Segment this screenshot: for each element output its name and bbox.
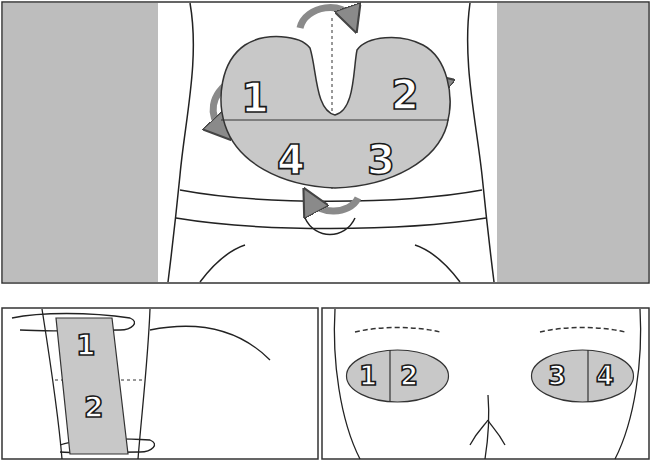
side-band: [497, 3, 648, 282]
site-number: 1: [359, 363, 377, 389]
site-number: 3: [548, 363, 566, 389]
panel-frame: [2, 2, 649, 283]
zone-shape: [530, 348, 635, 404]
site-number: 2: [400, 363, 418, 389]
abdomen-zone: 1 2 4 3: [215, 30, 455, 190]
leg-outline: [12, 309, 270, 459]
site-number: 3: [367, 140, 395, 180]
side-band: [3, 3, 158, 282]
torso-outline: [168, 3, 494, 282]
panel-frame: [2, 308, 318, 459]
site-number: 4: [277, 140, 305, 180]
buttock-zone: 12: [345, 348, 450, 404]
site-number: 2: [84, 394, 103, 422]
buttocks-outline: [334, 309, 640, 459]
site-number: 2: [391, 75, 419, 115]
hip-line: [355, 328, 625, 333]
site-number: 1: [241, 78, 269, 118]
thigh-zone: 12: [50, 316, 140, 456]
site-number: 4: [596, 363, 614, 389]
site-number: 1: [76, 332, 95, 360]
panel-frame: [322, 308, 649, 459]
buttock-zone: 34: [530, 348, 635, 404]
